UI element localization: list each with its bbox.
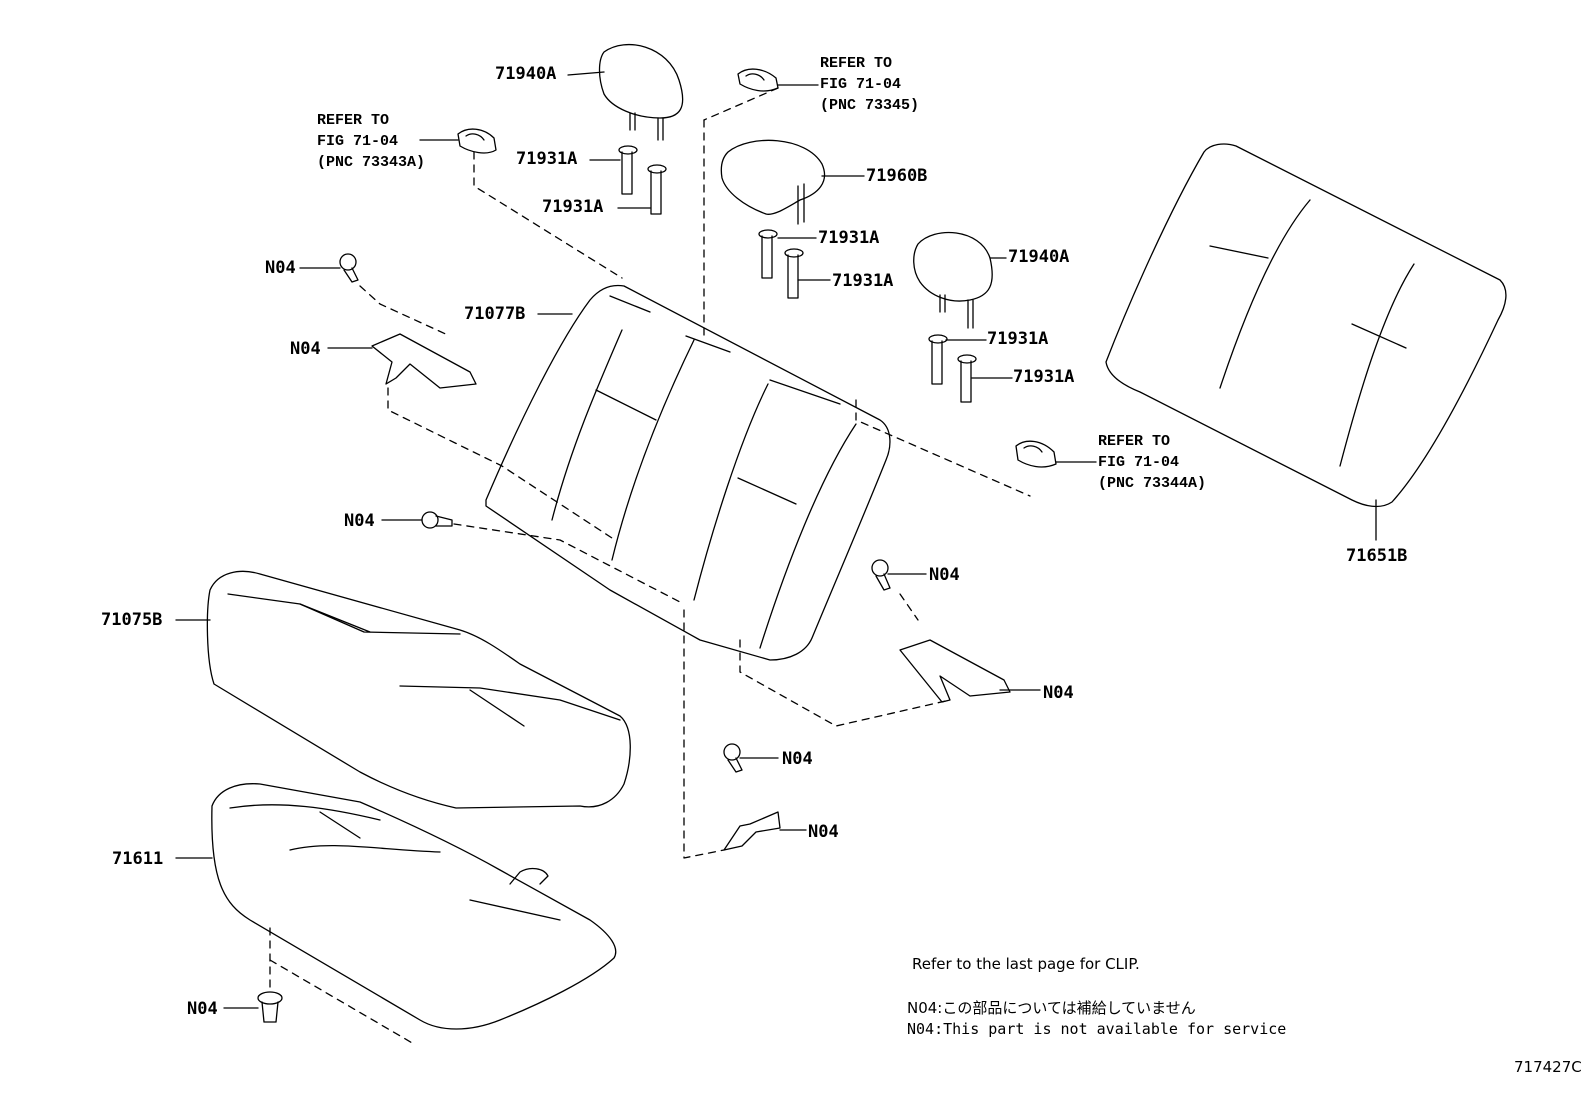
headrest-71960b bbox=[720, 139, 865, 225]
figure-id: 717427C bbox=[1514, 1058, 1582, 1076]
refer-note-73345: REFER TO FIG 71-04 (PNC 73345) bbox=[820, 55, 920, 114]
label-71931a-2: 71931A bbox=[542, 197, 604, 217]
headrest-guide-71931a-3 bbox=[758, 229, 817, 279]
label-71651b: 71651B bbox=[1346, 546, 1408, 566]
n04-bolt-top-left bbox=[299, 253, 359, 283]
seat-pad-71611 bbox=[175, 783, 617, 1030]
headrest-guide-71931a-4 bbox=[784, 248, 831, 299]
label-71931a-4: 71931A bbox=[832, 271, 894, 291]
n04-bolt-center bbox=[723, 743, 779, 773]
headrest-guide-71931a-1 bbox=[589, 145, 638, 195]
refer-part-73344a bbox=[1015, 440, 1097, 468]
label-71931a-3: 71931A bbox=[818, 228, 880, 248]
label-71960b: 71960B bbox=[866, 166, 928, 186]
label-n04-bolt-middle-left: N04 bbox=[344, 511, 375, 531]
label-71931a-5: 71931A bbox=[987, 329, 1049, 349]
label-71931a-6: 71931A bbox=[1013, 367, 1075, 387]
label-n04-bracket-top-left: N04 bbox=[290, 339, 321, 359]
seatback-71077b bbox=[485, 284, 891, 661]
label-n04-bolt-top-left: N04 bbox=[265, 258, 296, 278]
label-71940a-top: 71940A bbox=[495, 64, 557, 84]
n04-bolt-middle-left bbox=[381, 511, 453, 529]
headrest-71940a-top bbox=[567, 44, 684, 141]
label-71940a-right: 71940A bbox=[1008, 247, 1070, 267]
refer-note-73343a: REFER TO FIG 71-04 (PNC 73343A) bbox=[317, 112, 426, 171]
n04-note-english: N04:This part is not available for servi… bbox=[907, 1020, 1287, 1038]
headrest-71940a-right bbox=[913, 231, 1007, 329]
n04-note-japanese: N04:この部品については補給していません bbox=[907, 999, 1196, 1017]
label-n04-bracket-right: N04 bbox=[1043, 683, 1074, 703]
headrest-guide-71931a-6 bbox=[957, 354, 1013, 403]
label-n04-bolt-center: N04 bbox=[782, 749, 813, 769]
label-71611: 71611 bbox=[112, 849, 164, 869]
refer-note-73344a: REFER TO FIG 71-04 (PNC 73344A) bbox=[1098, 433, 1207, 492]
clip-note: Refer to the last page for CLIP. bbox=[912, 955, 1140, 973]
assembly-dashed-lines bbox=[269, 87, 1031, 1045]
label-n04-clip-bottom: N04 bbox=[187, 999, 218, 1019]
n04-bracket-center bbox=[723, 811, 807, 851]
n04-bracket-right bbox=[899, 639, 1041, 703]
headrest-guide-71931a-5 bbox=[928, 334, 987, 385]
seat-cushion-71075b bbox=[175, 570, 631, 809]
n04-clip-bottom bbox=[223, 991, 283, 1023]
n04-bracket-top-left bbox=[327, 333, 477, 389]
label-n04-bolt-right: N04 bbox=[929, 565, 960, 585]
label-71931a-1: 71931A bbox=[516, 149, 578, 169]
label-n04-bracket-center: N04 bbox=[808, 822, 839, 842]
refer-part-73343a bbox=[419, 128, 497, 154]
seatback-cover-71651b bbox=[1105, 143, 1507, 541]
headrest-guide-71931a-2 bbox=[617, 164, 667, 215]
label-71077b: 71077B bbox=[464, 304, 526, 324]
label-71075b: 71075B bbox=[101, 610, 163, 630]
n04-bolt-right bbox=[871, 559, 927, 591]
